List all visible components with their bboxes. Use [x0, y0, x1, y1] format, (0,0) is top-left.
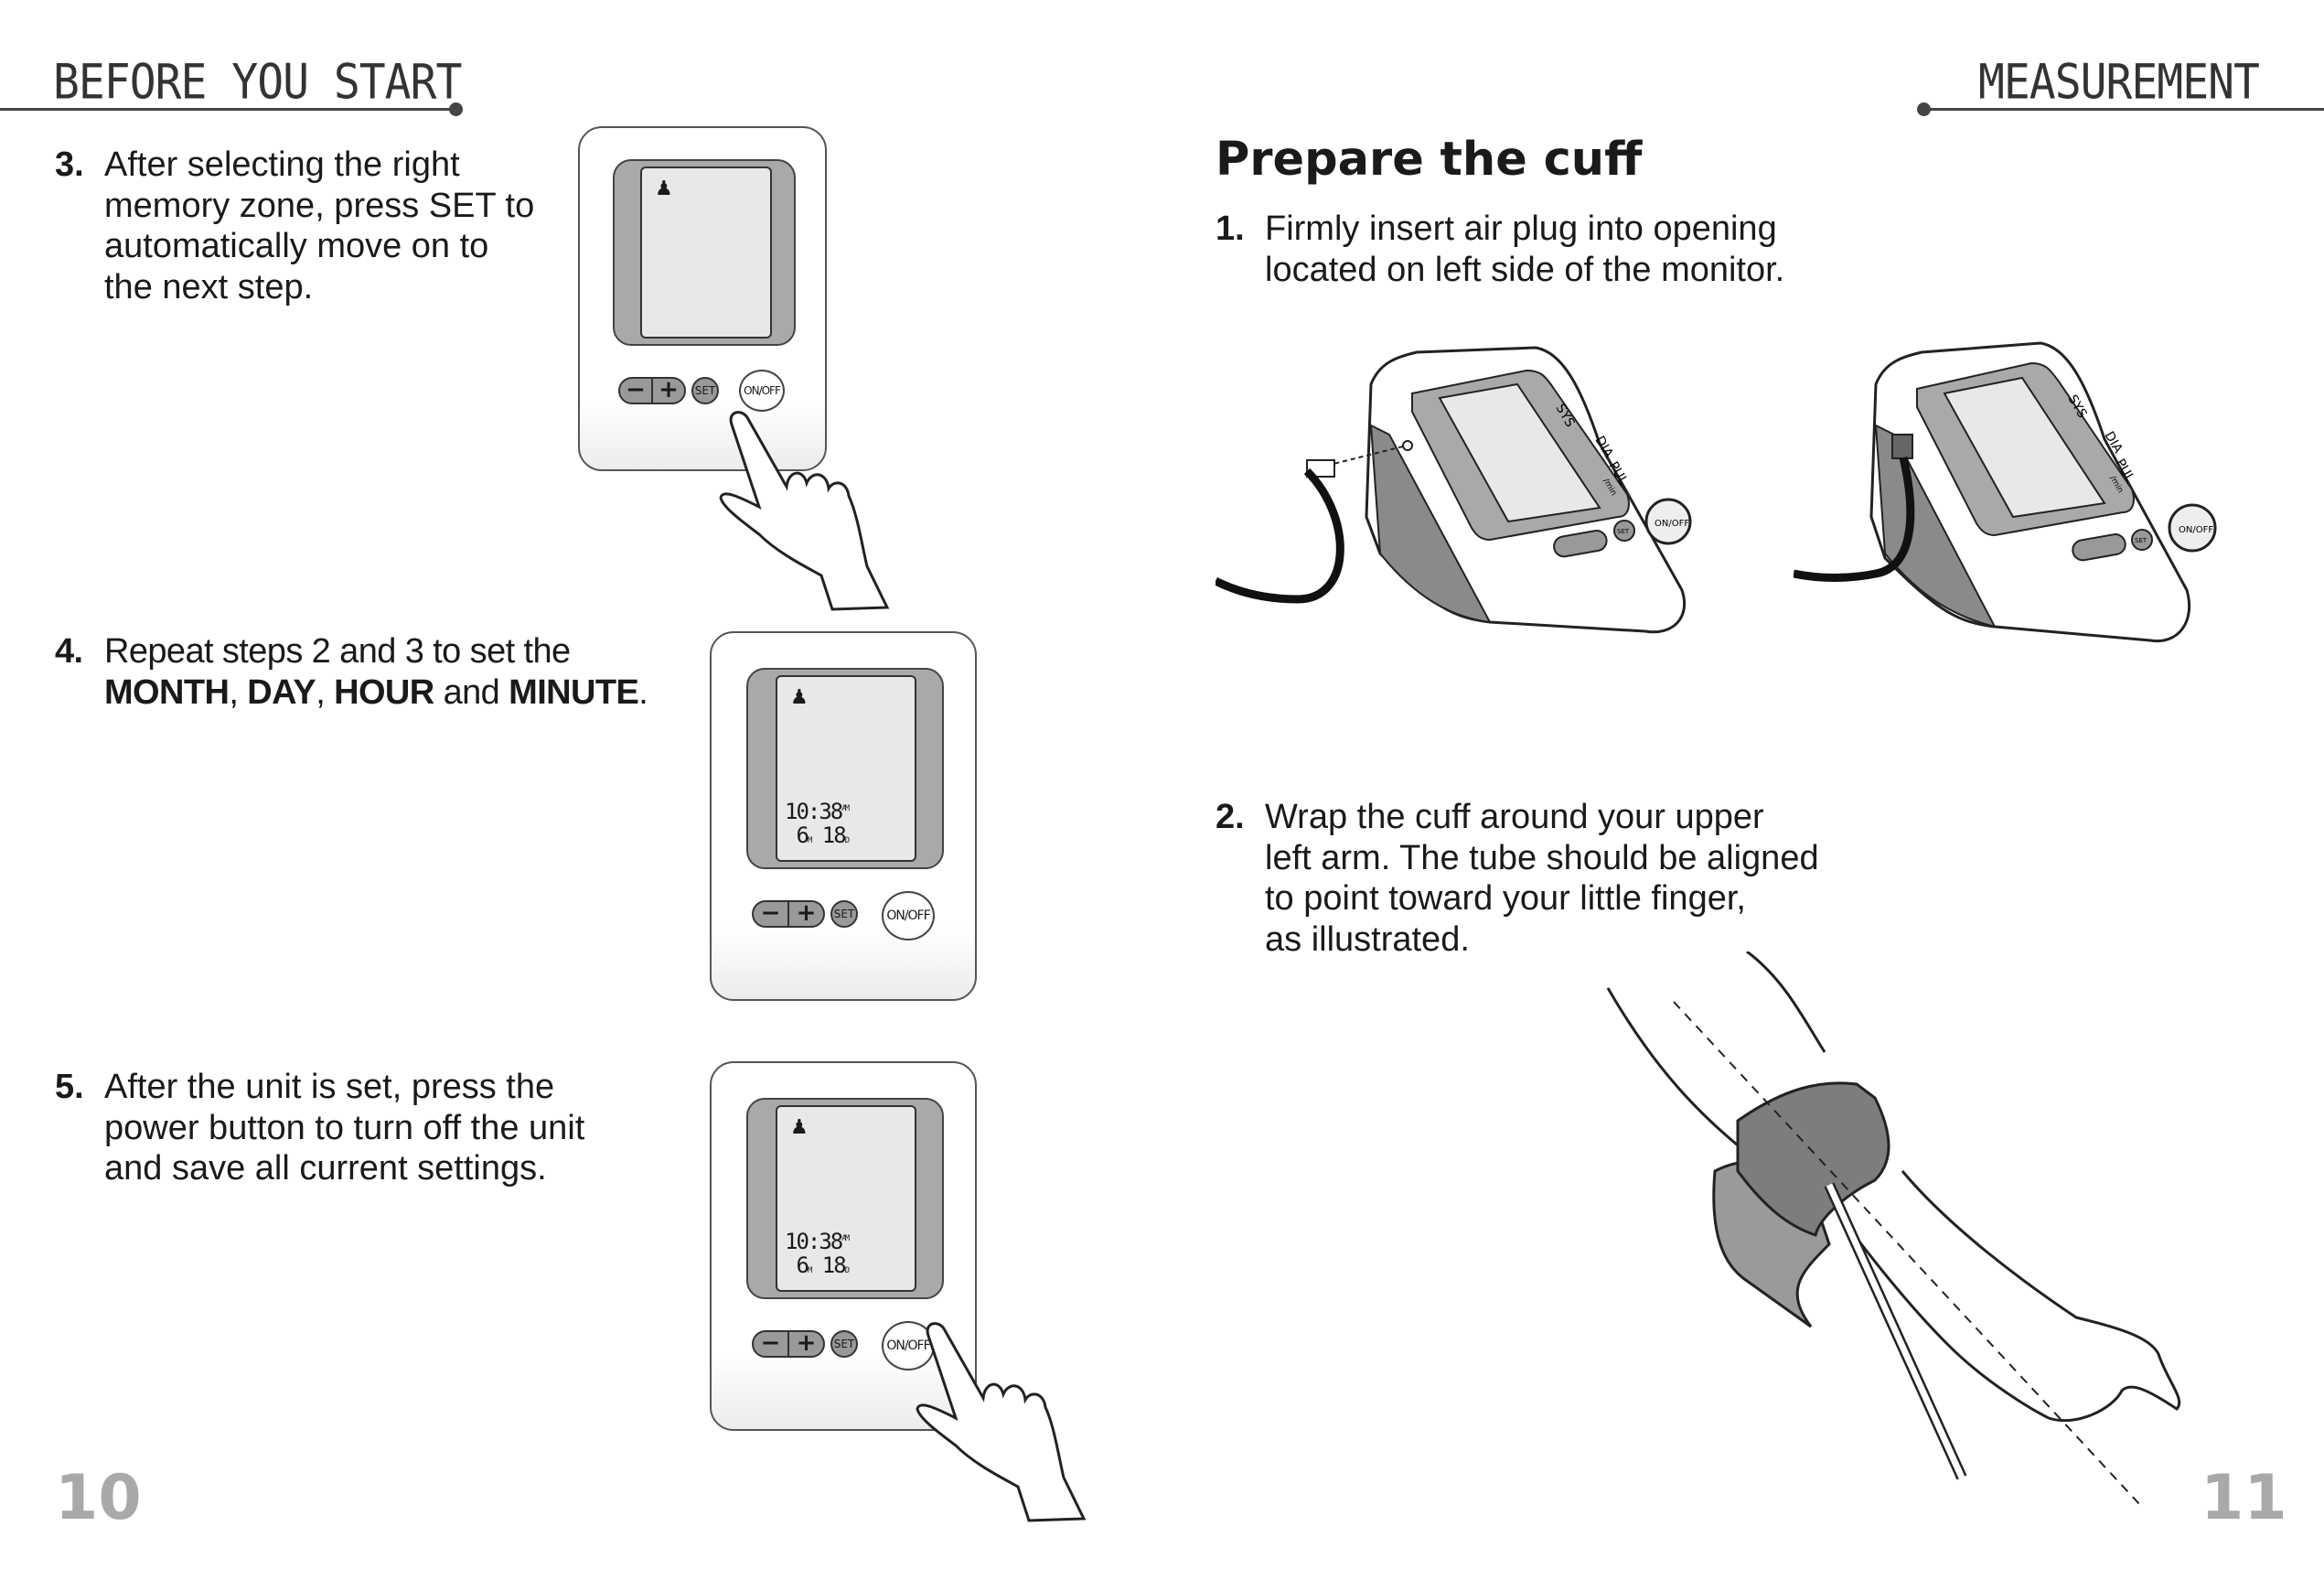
page-number: 10: [55, 1462, 142, 1534]
onoff-button: ON/OFF: [739, 370, 785, 412]
pointing-hand-icon: [916, 1322, 1087, 1522]
month-label: MONTH: [104, 672, 230, 712]
device-illustration-3: ♟ 10:38AM 6M 18D −+ SET ON/OFF: [710, 1061, 977, 1431]
lcd-screen: ♟: [640, 167, 772, 339]
arm-cuff-illustration: [1606, 951, 2181, 1506]
step-1: 1. Firmly insert air plug into opening l…: [1216, 210, 1785, 289]
step-3: 3. After selecting the right memory zone…: [55, 145, 535, 306]
minus-plus-button: −+: [618, 377, 686, 404]
set-button: SET: [830, 1330, 858, 1358]
set-button: SET: [830, 900, 858, 928]
monitor-set-label: SET: [2135, 537, 2147, 544]
page-title: Prepare the cuff: [1216, 133, 1643, 187]
user-1-icon: ♟: [655, 177, 673, 200]
user-1-icon: ♟: [790, 686, 809, 709]
header-rule: [0, 108, 455, 111]
device-illustration-1: ♟ −+ SET ON/OFF: [578, 126, 827, 471]
time-date-readout: 10:38AM 6M 18D: [785, 799, 850, 848]
pointing-hand-icon: [719, 411, 890, 611]
header-rule-dot: [449, 102, 463, 116]
svg-text:ON/OFF: ON/OFF: [2179, 525, 2213, 535]
monitor-set-label: SET: [1617, 528, 1630, 535]
hour-label: HOUR: [334, 672, 434, 712]
header-rule: [1922, 108, 2324, 111]
minus-plus-button: −+: [752, 900, 825, 928]
onoff-button: ON/OFF: [882, 1321, 935, 1370]
section-header-measurement: MEASUREMENT: [1978, 54, 2260, 111]
minus-plus-button: −+: [752, 1330, 825, 1358]
time-date-readout: 10:38AM 6M 18D: [785, 1229, 850, 1278]
onoff-button: ON/OFF: [882, 891, 935, 940]
monitor-plug-connected-illustration: SYS DIA PUL /min SET ON/OFF: [1794, 341, 2217, 643]
step-2: 2. Wrap the cuff around your upper left …: [1216, 798, 1819, 959]
user-1-icon: ♟: [790, 1116, 809, 1139]
svg-text:ON/OFF: ON/OFF: [1655, 519, 1689, 529]
device-illustration-2: ♟ 10:38AM 6M 18D −+ SET ON/OFF: [710, 631, 977, 1001]
monitor-plug-unconnected-illustration: SYS DIA PUL /min SET ON/OFF: [1216, 346, 1692, 634]
day-label: DAY: [247, 672, 316, 712]
section-header-before-you-start: BEFORE YOU START: [53, 54, 462, 111]
minute-label: MINUTE: [509, 672, 639, 712]
lcd-screen: ♟ 10:38AM 6M 18D: [776, 675, 916, 862]
step-5: 5. After the unit is set, press the powe…: [55, 1068, 585, 1188]
set-button: SET: [691, 377, 719, 404]
step-4: 4. Repeat steps 2 and 3 to set the MONTH…: [55, 632, 648, 712]
page-number: 11: [2201, 1462, 2287, 1534]
lcd-screen: ♟ 10:38AM 6M 18D: [776, 1105, 916, 1292]
header-rule-dot: [1917, 102, 1931, 116]
